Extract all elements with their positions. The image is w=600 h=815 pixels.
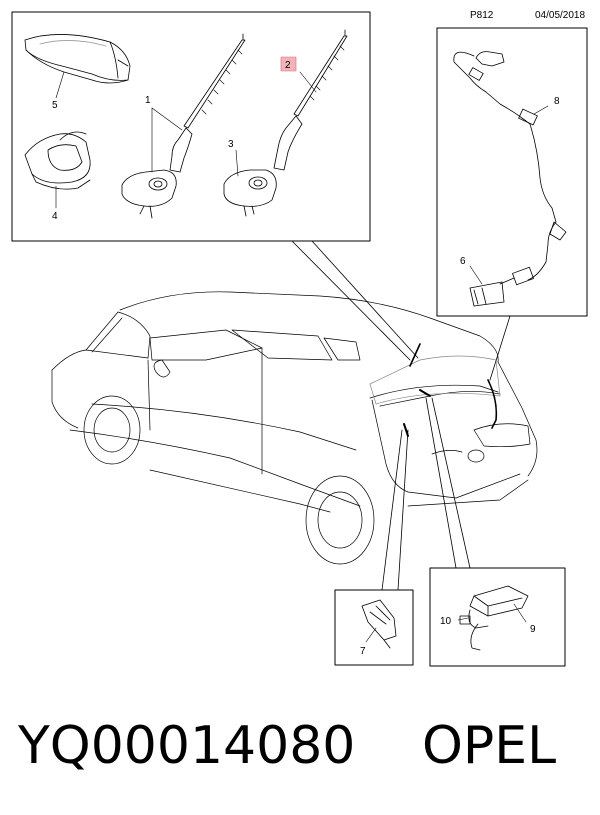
callout-1: 1 xyxy=(145,95,151,106)
callout-7: 7 xyxy=(360,646,366,657)
cable-inset-frame xyxy=(436,27,588,317)
module-inset-frame xyxy=(429,567,566,667)
leader-3 xyxy=(235,149,239,177)
antenna-cable-harness xyxy=(453,51,567,307)
leader-antenna-inset xyxy=(291,240,419,361)
antenna-mast-3 xyxy=(223,29,348,217)
shark-fin-base xyxy=(24,131,91,190)
car-outline xyxy=(51,291,538,565)
leader-bracket-inset xyxy=(381,429,409,591)
footer: YQ00014080 OPEL xyxy=(10,710,590,800)
callout-6: 6 xyxy=(460,256,466,267)
callout-9: 9 xyxy=(530,624,536,635)
callout-10: 10 xyxy=(440,616,452,627)
parts-diagram: 1 2 3 4 5 6 7 8 9 10 xyxy=(11,11,588,667)
bracket-inset-frame xyxy=(334,589,414,666)
leader-7 xyxy=(365,627,377,643)
leader-cable-inset xyxy=(489,315,511,381)
callout-2: 2 xyxy=(285,60,291,71)
callout-2-highlight xyxy=(280,56,297,72)
leader-6 xyxy=(469,265,483,285)
bracket-part xyxy=(361,599,397,649)
leader-1a xyxy=(151,107,183,131)
shark-fin-cover xyxy=(24,34,131,84)
leader-2 xyxy=(299,71,317,93)
brand-name: OPEL xyxy=(422,716,557,776)
leader-9 xyxy=(513,603,527,623)
page-code: P812 xyxy=(470,10,494,21)
leader-10 xyxy=(457,617,469,621)
module-mark xyxy=(419,389,431,397)
leader-5 xyxy=(55,71,65,99)
hatch-cable-mark xyxy=(487,379,498,429)
page-date: 04/05/2018 xyxy=(535,10,586,21)
callout-4: 4 xyxy=(52,211,58,222)
callout-3: 3 xyxy=(228,139,234,150)
antenna-mast-1 xyxy=(121,33,246,219)
leader-8 xyxy=(533,105,549,115)
leader-module-inset xyxy=(425,397,471,569)
amplifier-module xyxy=(459,585,529,651)
bracket-mark xyxy=(403,423,409,437)
antenna-inset-frame xyxy=(11,11,371,242)
part-number: YQ00014080 xyxy=(18,716,356,776)
callout-5: 5 xyxy=(52,100,58,111)
callout-8: 8 xyxy=(554,96,560,107)
